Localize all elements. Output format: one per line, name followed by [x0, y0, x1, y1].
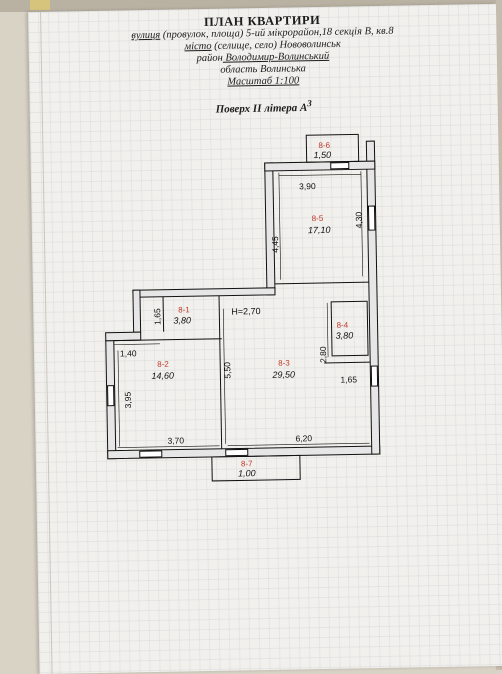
room-1-number: 8-1: [178, 305, 190, 314]
floor-plan: H=2,70 8-1 3,80 8-2 14,60 8-3 29,50 8-4 …: [105, 133, 381, 482]
room-4-number: 8-4: [336, 321, 348, 330]
dimension-line: [117, 445, 220, 448]
window: [225, 448, 249, 457]
wall-outer: [264, 160, 376, 172]
wall-outer: [105, 331, 142, 342]
dimension-line: [227, 442, 370, 446]
background-object: [30, 0, 50, 10]
wall-inner: [162, 296, 165, 332]
room-6-area: 1,50: [313, 150, 331, 160]
dimension-line: [360, 171, 363, 277]
room-4-area: 3,80: [336, 330, 354, 340]
dim-label: 1,65: [340, 374, 357, 384]
room-1-area: 3,80: [173, 315, 191, 325]
room-3-area: 29,50: [271, 369, 295, 379]
dim-label: 1,40: [120, 348, 137, 358]
window: [367, 205, 376, 231]
dimension-line: [113, 343, 160, 345]
window: [330, 162, 350, 170]
wall-inner: [113, 338, 222, 342]
dim-label: 2,80: [318, 346, 328, 363]
room-2-area: 14,60: [151, 371, 174, 381]
wall-inner: [330, 300, 369, 357]
wall-outer: [132, 289, 142, 333]
room-5-number: 8-5: [312, 214, 324, 223]
ceiling-height: H=2,70: [231, 306, 260, 317]
room-3-number: 8-3: [278, 359, 290, 368]
dimension-line: [278, 173, 361, 177]
wall-inner: [218, 295, 223, 449]
dim-label: 5,50: [222, 362, 232, 379]
room-5-area: 17,10: [308, 225, 331, 235]
wall-outer: [132, 287, 276, 298]
room-2-number: 8-2: [157, 360, 169, 369]
dimension-line: [278, 172, 282, 280]
window: [139, 450, 163, 458]
room-7-number: 8-7: [241, 459, 253, 468]
wall-inner: [274, 281, 369, 285]
dim-label: 3,95: [123, 391, 133, 408]
dimension-line: [222, 308, 226, 444]
dim-label: 4,45: [270, 236, 280, 253]
balcony-top: [305, 133, 360, 163]
wall-outer: [264, 162, 276, 296]
dimension-line: [117, 350, 120, 447]
window: [107, 385, 115, 407]
room-7-area: 1,00: [238, 468, 256, 478]
dim-label: 6,20: [295, 433, 312, 443]
dim-label: 1,65: [152, 308, 162, 325]
wall-outer: [365, 140, 381, 455]
dim-label: 3,90: [299, 181, 316, 191]
wall-inner: [324, 361, 371, 364]
dim-label: 3,70: [167, 435, 184, 445]
dimension-line: [326, 302, 329, 357]
dim-label: 4,30: [354, 211, 364, 228]
window: [370, 365, 379, 387]
balcony-bottom: [211, 454, 301, 482]
room-6-number: 8-6: [318, 141, 330, 150]
document-page: ПЛАН КВАРТИРИ вулиця (провулок, площа) 5…: [28, 3, 502, 674]
